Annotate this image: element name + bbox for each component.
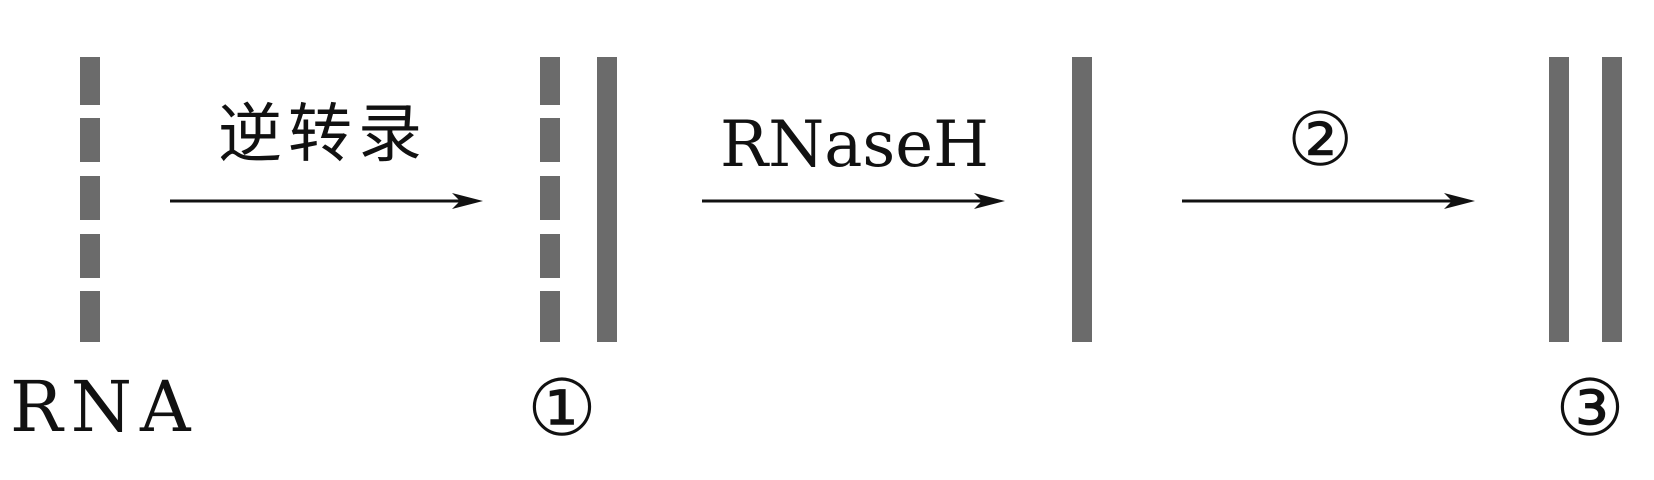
rna-label: RNA [10, 366, 199, 448]
rna-segment [80, 234, 100, 278]
step-3-label: ② [1287, 97, 1354, 183]
step-1-label: 逆转录 [218, 98, 428, 172]
product-3-label: ③ [1555, 364, 1625, 454]
single-dna-strand [1072, 57, 1092, 342]
arrow-step-1 [170, 193, 483, 209]
step-2-label: RNaseH [720, 108, 989, 182]
hybrid-rna-strand [540, 57, 560, 342]
hybrid-rna-segment [540, 118, 560, 162]
rna-strand [80, 57, 100, 342]
hybrid-dna-strand [597, 57, 617, 342]
rna-segment [80, 118, 100, 162]
product-1-label: ① [527, 364, 597, 454]
rna-segment [80, 291, 100, 342]
rna-segment [80, 57, 100, 105]
arrow-step-3 [1182, 193, 1475, 209]
hybrid-rna-segment [540, 176, 560, 220]
arrow-step-2 [702, 193, 1005, 209]
hybrid-rna-segment [540, 291, 560, 342]
dsdna-strand-left [1549, 57, 1569, 342]
hybrid-rna-segment [540, 234, 560, 278]
hybrid-rna-segment [540, 57, 560, 105]
dsdna-strand-right [1602, 57, 1622, 342]
rna-segment [80, 176, 100, 220]
